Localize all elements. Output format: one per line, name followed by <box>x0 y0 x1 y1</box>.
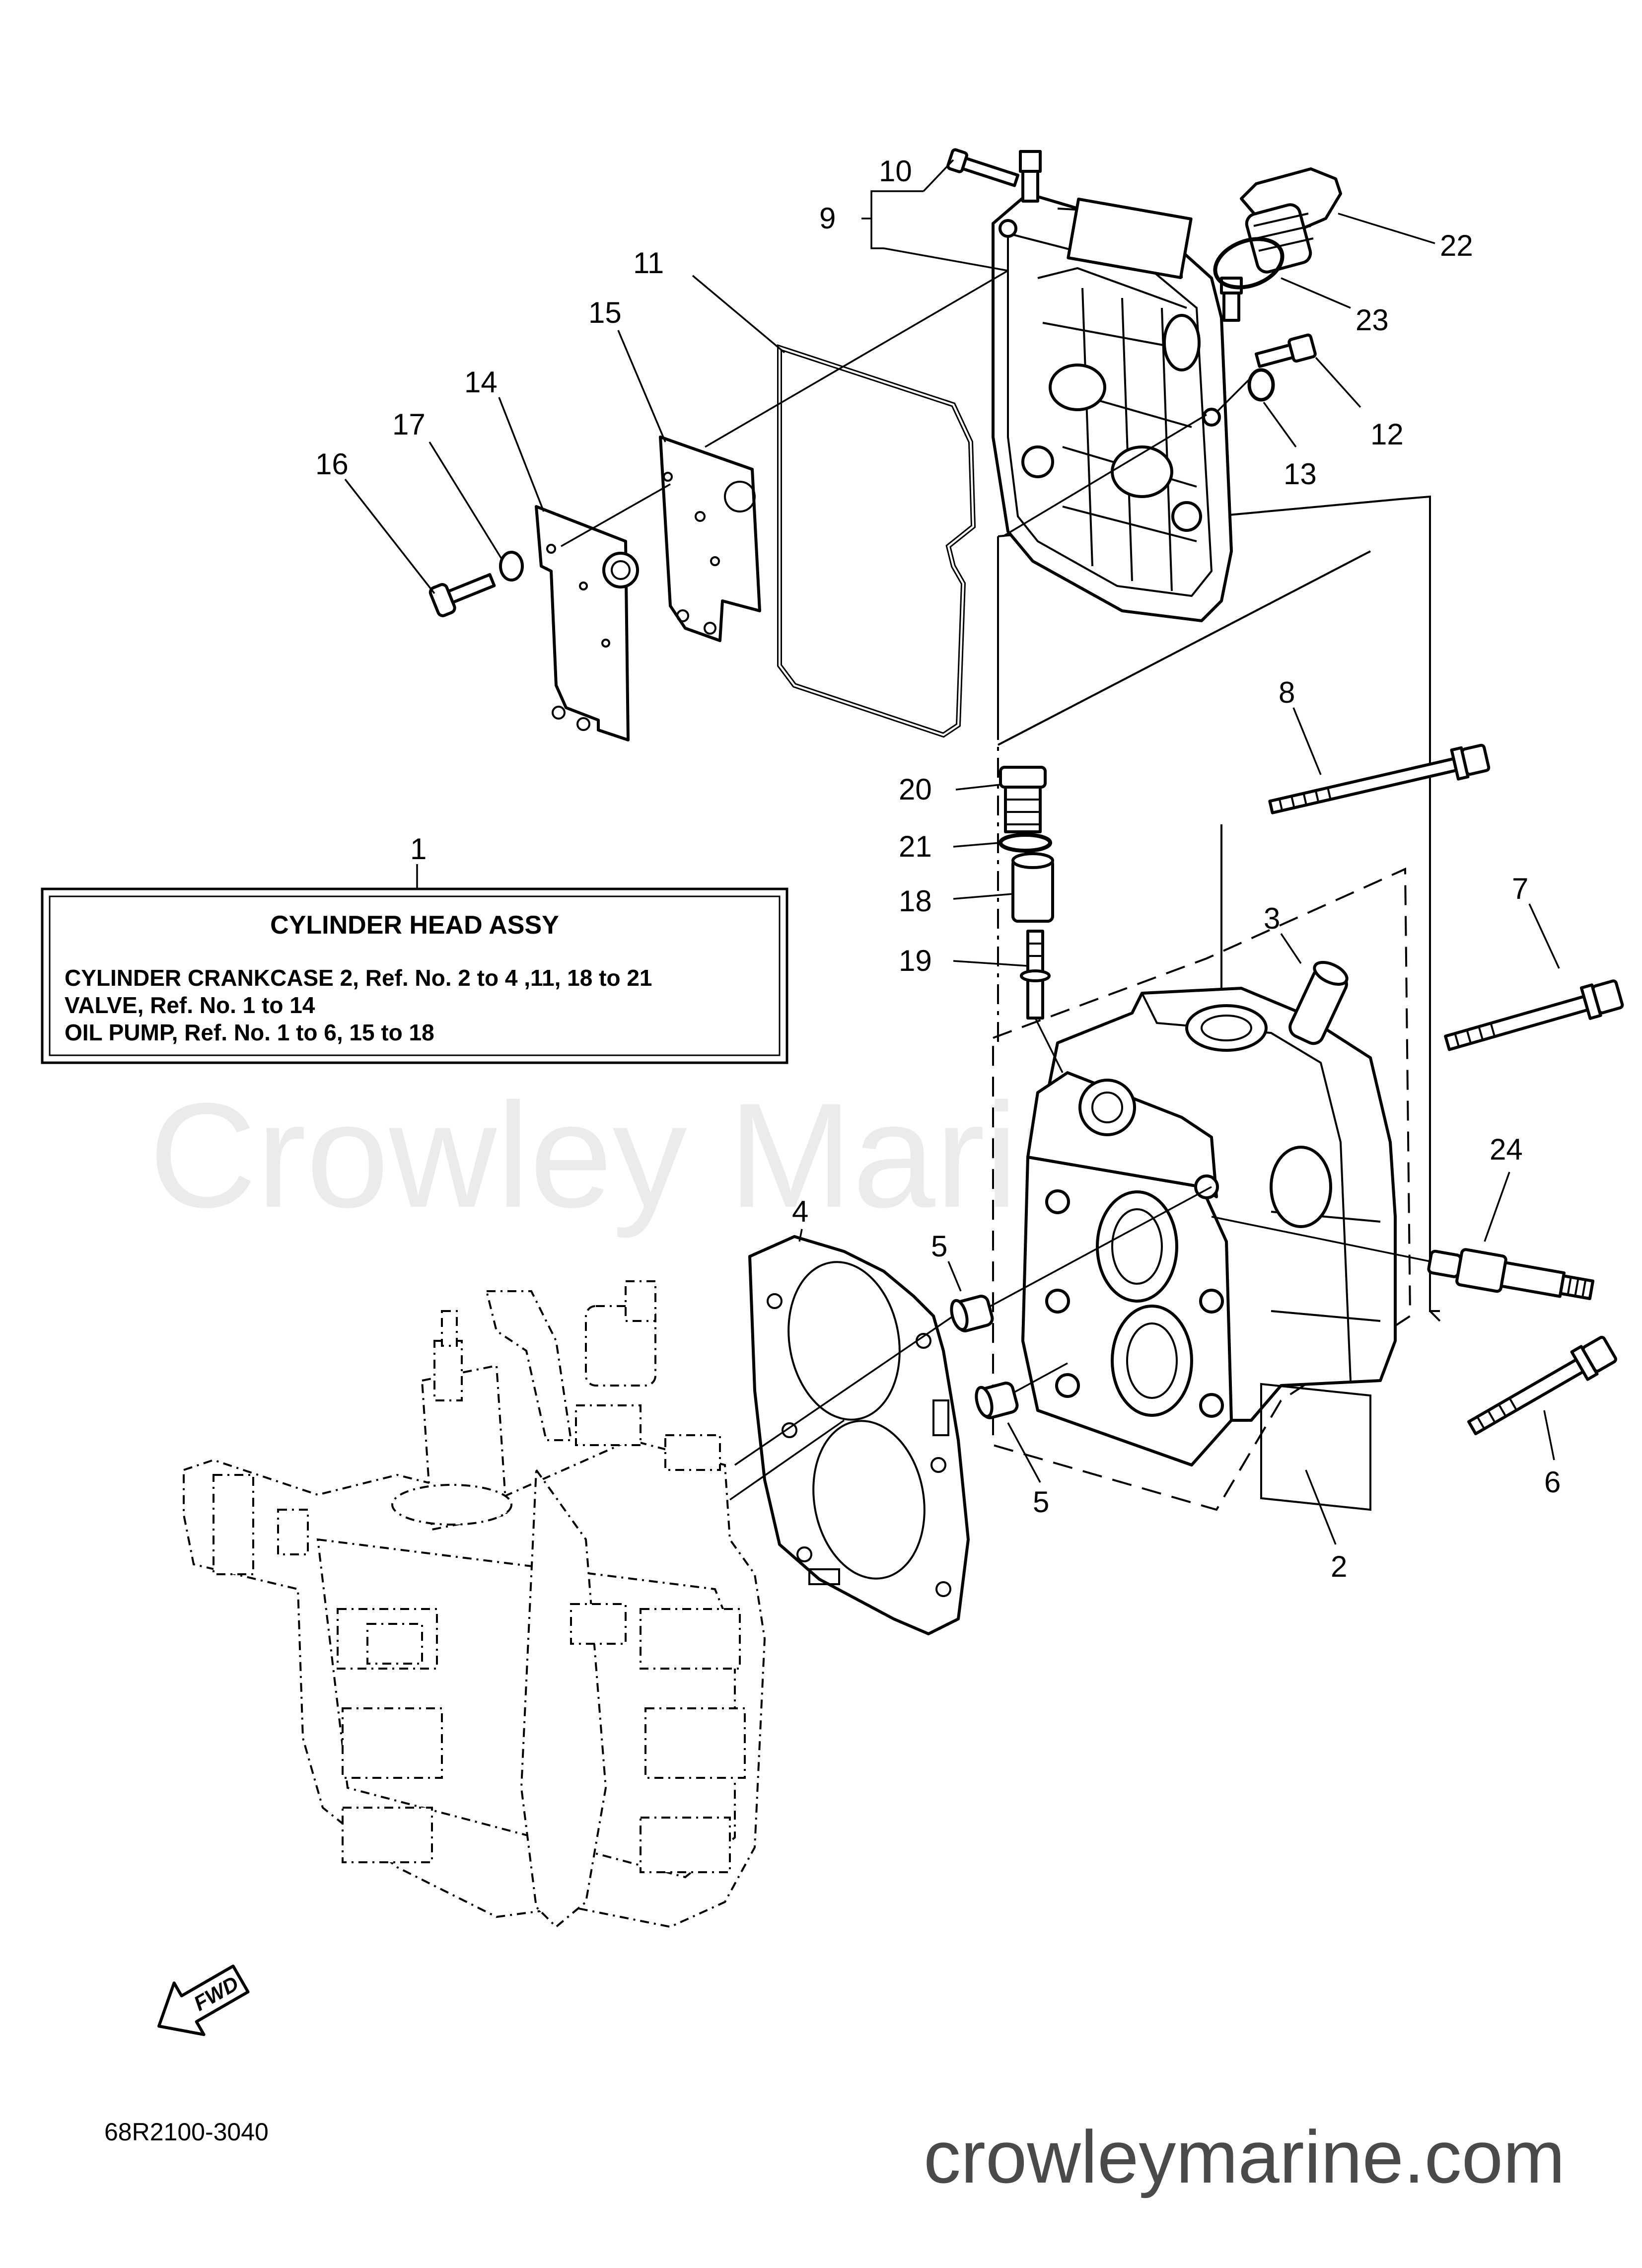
cover-gasket <box>777 344 976 738</box>
bolt-6 <box>1467 1335 1617 1436</box>
website-watermark[interactable]: crowleymarine.com <box>924 2115 1565 2198</box>
watermark: Crowley Marine <box>149 1072 1184 1240</box>
washer-17 <box>499 551 524 582</box>
callout-3[interactable]: 3 <box>1264 902 1280 935</box>
leader-lines <box>344 159 1560 1545</box>
spark-plug <box>1427 1248 1595 1301</box>
sleeve-18 <box>1011 852 1054 923</box>
callout-21[interactable]: 21 <box>899 830 932 863</box>
callout-17[interactable]: 17 <box>392 408 426 441</box>
dowel-3 <box>1288 960 1349 1045</box>
info-box-line-1: CYLINDER CRANKCASE 2, Ref. No. 2 to 4 ,1… <box>65 965 652 991</box>
callout-20[interactable]: 20 <box>899 773 932 806</box>
callouts: 2 3 4 5 5 6 7 8 9 10 11 12 13 14 15 16 1… <box>315 154 1561 1583</box>
callout-24[interactable]: 24 <box>1490 1133 1523 1166</box>
crankcase-ghost <box>183 1280 766 1928</box>
assembly-boundary <box>997 495 1441 1322</box>
callout-6[interactable]: 6 <box>1544 1465 1561 1499</box>
callout-18[interactable]: 18 <box>899 884 932 918</box>
info-box: 1 CYLINDER HEAD ASSY CYLINDER CRANKCASE … <box>41 832 788 1064</box>
oil-filler-cap <box>1240 167 1342 274</box>
head-gasket <box>748 1235 970 1635</box>
dowel-pin-lower <box>975 1382 1019 1419</box>
plug-20 <box>999 766 1047 833</box>
info-box-line-3: OIL PUMP, Ref. No. 1 to 6, 15 to 18 <box>65 1020 434 1045</box>
bolt-8 <box>1268 743 1491 814</box>
bolt-12 <box>1254 333 1317 368</box>
callout-9[interactable]: 9 <box>819 202 836 235</box>
screw-16 <box>428 573 496 617</box>
dowel-pin-upper <box>950 1295 994 1332</box>
callout-12[interactable]: 12 <box>1370 418 1404 451</box>
callout-7[interactable]: 7 <box>1512 872 1528 905</box>
callout-5-upper[interactable]: 5 <box>931 1230 947 1263</box>
callout-14[interactable]: 14 <box>464 366 498 399</box>
callout-4[interactable]: 4 <box>792 1195 808 1228</box>
o-ring-21 <box>999 833 1052 853</box>
callout-11[interactable]: 11 <box>633 246 664 280</box>
bolt-10 <box>946 148 1020 187</box>
cover-plate <box>535 505 639 741</box>
diagram-code: 68R2100-3040 <box>104 2118 269 2146</box>
fwd-arrow-icon: FWD <box>157 1965 250 2036</box>
callout-8[interactable]: 8 <box>1279 676 1295 709</box>
callout-10[interactable]: 10 <box>879 154 912 188</box>
callout-13[interactable]: 13 <box>1284 457 1317 491</box>
callout-16[interactable]: 16 <box>315 447 349 481</box>
callout-23[interactable]: 23 <box>1356 303 1389 337</box>
callout-1[interactable]: 1 <box>410 832 427 866</box>
callout-22[interactable]: 22 <box>1440 229 1473 262</box>
info-box-line-2: VALVE, Ref. No. 1 to 14 <box>65 992 315 1018</box>
callout-15[interactable]: 15 <box>588 296 622 329</box>
callout-5-lower[interactable]: 5 <box>1033 1485 1049 1519</box>
cylinder-head <box>1021 987 1397 1511</box>
callout-2[interactable]: 2 <box>1331 1550 1347 1583</box>
filler-o-ring <box>1213 237 1285 290</box>
head-cover <box>992 150 1243 622</box>
gasket-plate <box>659 436 761 642</box>
bolt-7 <box>1444 979 1624 1051</box>
pin-19 <box>1020 930 1051 1020</box>
callout-19[interactable]: 19 <box>899 944 932 977</box>
info-box-title: CYLINDER HEAD ASSY <box>270 911 559 940</box>
washer-13 <box>1247 368 1275 402</box>
